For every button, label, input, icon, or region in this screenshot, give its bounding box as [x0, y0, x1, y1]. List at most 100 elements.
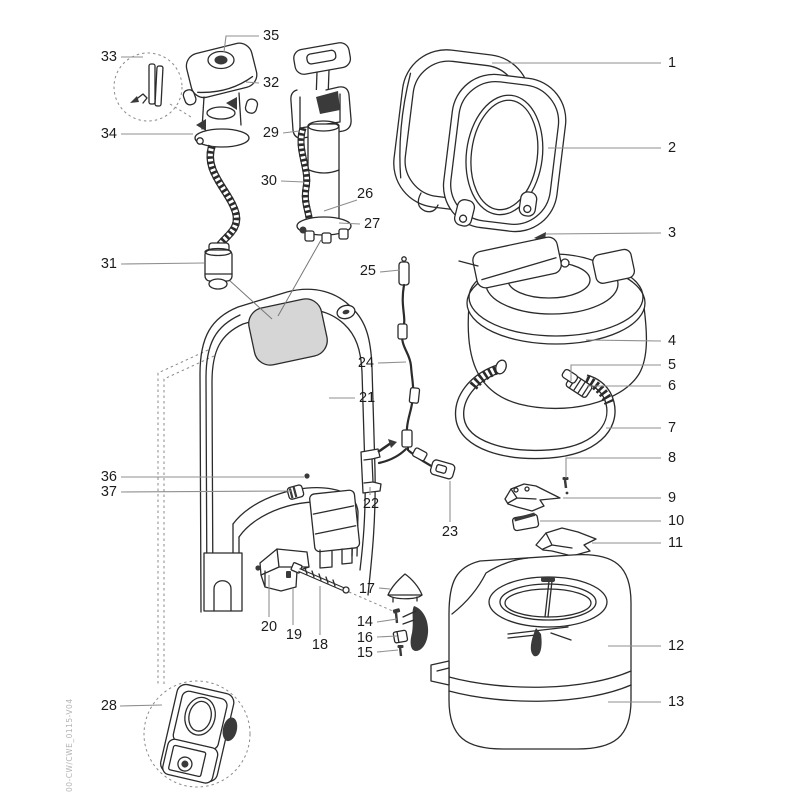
braided-hose	[206, 144, 241, 254]
part-number-14: 14	[357, 614, 373, 630]
part-number-33: 33	[101, 49, 117, 65]
mounting-hardware	[504, 477, 597, 557]
part-number-34: 34	[101, 126, 117, 142]
cable-connector-23	[429, 459, 456, 480]
part-number-28: 28	[101, 698, 117, 714]
part-number-7: 7	[668, 420, 676, 436]
screw-15	[398, 646, 403, 657]
leader-line-29	[282, 130, 300, 134]
part-number-2: 2	[668, 140, 676, 156]
part-number-25: 25	[360, 263, 376, 279]
part-number-27: 27	[364, 216, 380, 232]
suction-cylinder-31	[204, 242, 233, 290]
leader-line-30	[280, 180, 305, 183]
cable-end-25	[398, 261, 410, 286]
leader-line-27	[338, 222, 361, 225]
clip-16	[392, 629, 409, 644]
latch-lever	[410, 606, 429, 651]
part-number-3: 3	[668, 225, 676, 241]
part-number-24: 24	[358, 355, 374, 371]
part-number-18: 18	[312, 637, 328, 653]
part-number-32: 32	[263, 75, 279, 91]
leader-line-15	[376, 649, 399, 653]
cable-bracket-22	[360, 448, 382, 494]
sleeve-clip-10	[511, 512, 540, 532]
part-number-8: 8	[668, 450, 676, 466]
leader-line-5	[570, 364, 661, 381]
leader-line-25	[379, 269, 401, 273]
cable-24	[401, 283, 415, 452]
control-panel-detail	[143, 680, 251, 788]
part-number-23: 23	[442, 524, 458, 540]
pointer-cylinder-to-panel	[228, 279, 273, 320]
tank-spout	[430, 660, 450, 686]
screw-36	[304, 473, 310, 479]
leader-line-3	[545, 232, 662, 235]
pump-cap-button-35	[214, 55, 228, 65]
part-number-22: 22	[363, 496, 379, 512]
panel-side-knob	[222, 717, 238, 742]
clip-arrow-icon	[130, 96, 139, 103]
housing-mechanism-panel	[309, 489, 361, 553]
screw-8	[562, 477, 569, 480]
flush-water-hose	[454, 359, 616, 460]
flush-mechanism	[255, 548, 396, 613]
part-number-13: 13	[668, 694, 684, 710]
watermark: 00-CW/CWE_0115-V04	[65, 698, 74, 792]
part-number-30: 30	[261, 173, 277, 189]
tank-valve-lever	[530, 628, 542, 657]
cap-and-fasteners	[387, 573, 429, 657]
leader-line-37	[120, 490, 292, 493]
housing-base-plate	[203, 552, 243, 612]
water-pump-assembly	[113, 42, 259, 290]
leader-line-4	[585, 339, 662, 342]
part-number-1: 1	[668, 55, 676, 71]
part-number-9: 9	[668, 490, 676, 506]
waste-holding-tank	[430, 553, 632, 750]
leader-line-26	[323, 199, 358, 212]
part-number-10: 10	[668, 513, 684, 529]
part-number-5: 5	[668, 357, 676, 373]
control-cable-assembly	[360, 256, 456, 494]
part-number-36: 36	[101, 469, 117, 485]
part-number-12: 12	[668, 638, 684, 654]
bellows-pump-assembly	[290, 42, 352, 244]
leader-line-35	[223, 35, 259, 53]
leader-line-16	[376, 635, 398, 638]
part-number-4: 4	[668, 333, 676, 349]
part-number-31: 31	[101, 256, 117, 272]
pointer-pump-to-panel	[277, 239, 322, 317]
pump-coil-hose-30	[297, 126, 313, 227]
part-number-20: 20	[261, 619, 277, 635]
part-number-29: 29	[263, 125, 279, 141]
keyhole	[336, 304, 356, 320]
pump-base-34	[194, 128, 250, 148]
leader-line-28	[119, 704, 163, 707]
callout-layer: 1234567891011121314151617181920212223242…	[101, 28, 684, 714]
detail-circle-28	[143, 680, 251, 788]
part-number-11: 11	[668, 535, 683, 551]
toilet-bowl-assembly	[458, 236, 648, 410]
hose-clip-5	[561, 368, 579, 384]
part-number-37: 37	[101, 484, 117, 500]
magnification-dash-lines	[157, 349, 215, 686]
leader-line-31	[120, 262, 205, 265]
bracket-9	[504, 483, 561, 512]
part-number-26: 26	[357, 186, 373, 202]
pump-handle	[293, 42, 352, 75]
leader-line-32	[245, 81, 260, 84]
screw-14	[392, 608, 401, 614]
cone-cap-17	[387, 573, 423, 600]
part-number-6: 6	[668, 378, 676, 394]
leader-line-17	[378, 587, 391, 590]
leader-line-24	[377, 361, 407, 364]
part-number-16: 16	[357, 630, 373, 646]
leader-line-14	[376, 618, 398, 623]
latch-knob-37	[286, 484, 305, 500]
toilet-housing-cover	[199, 288, 376, 613]
toilet-seat	[442, 73, 567, 233]
leader-line-8	[565, 457, 661, 478]
bracket-11	[535, 527, 597, 557]
